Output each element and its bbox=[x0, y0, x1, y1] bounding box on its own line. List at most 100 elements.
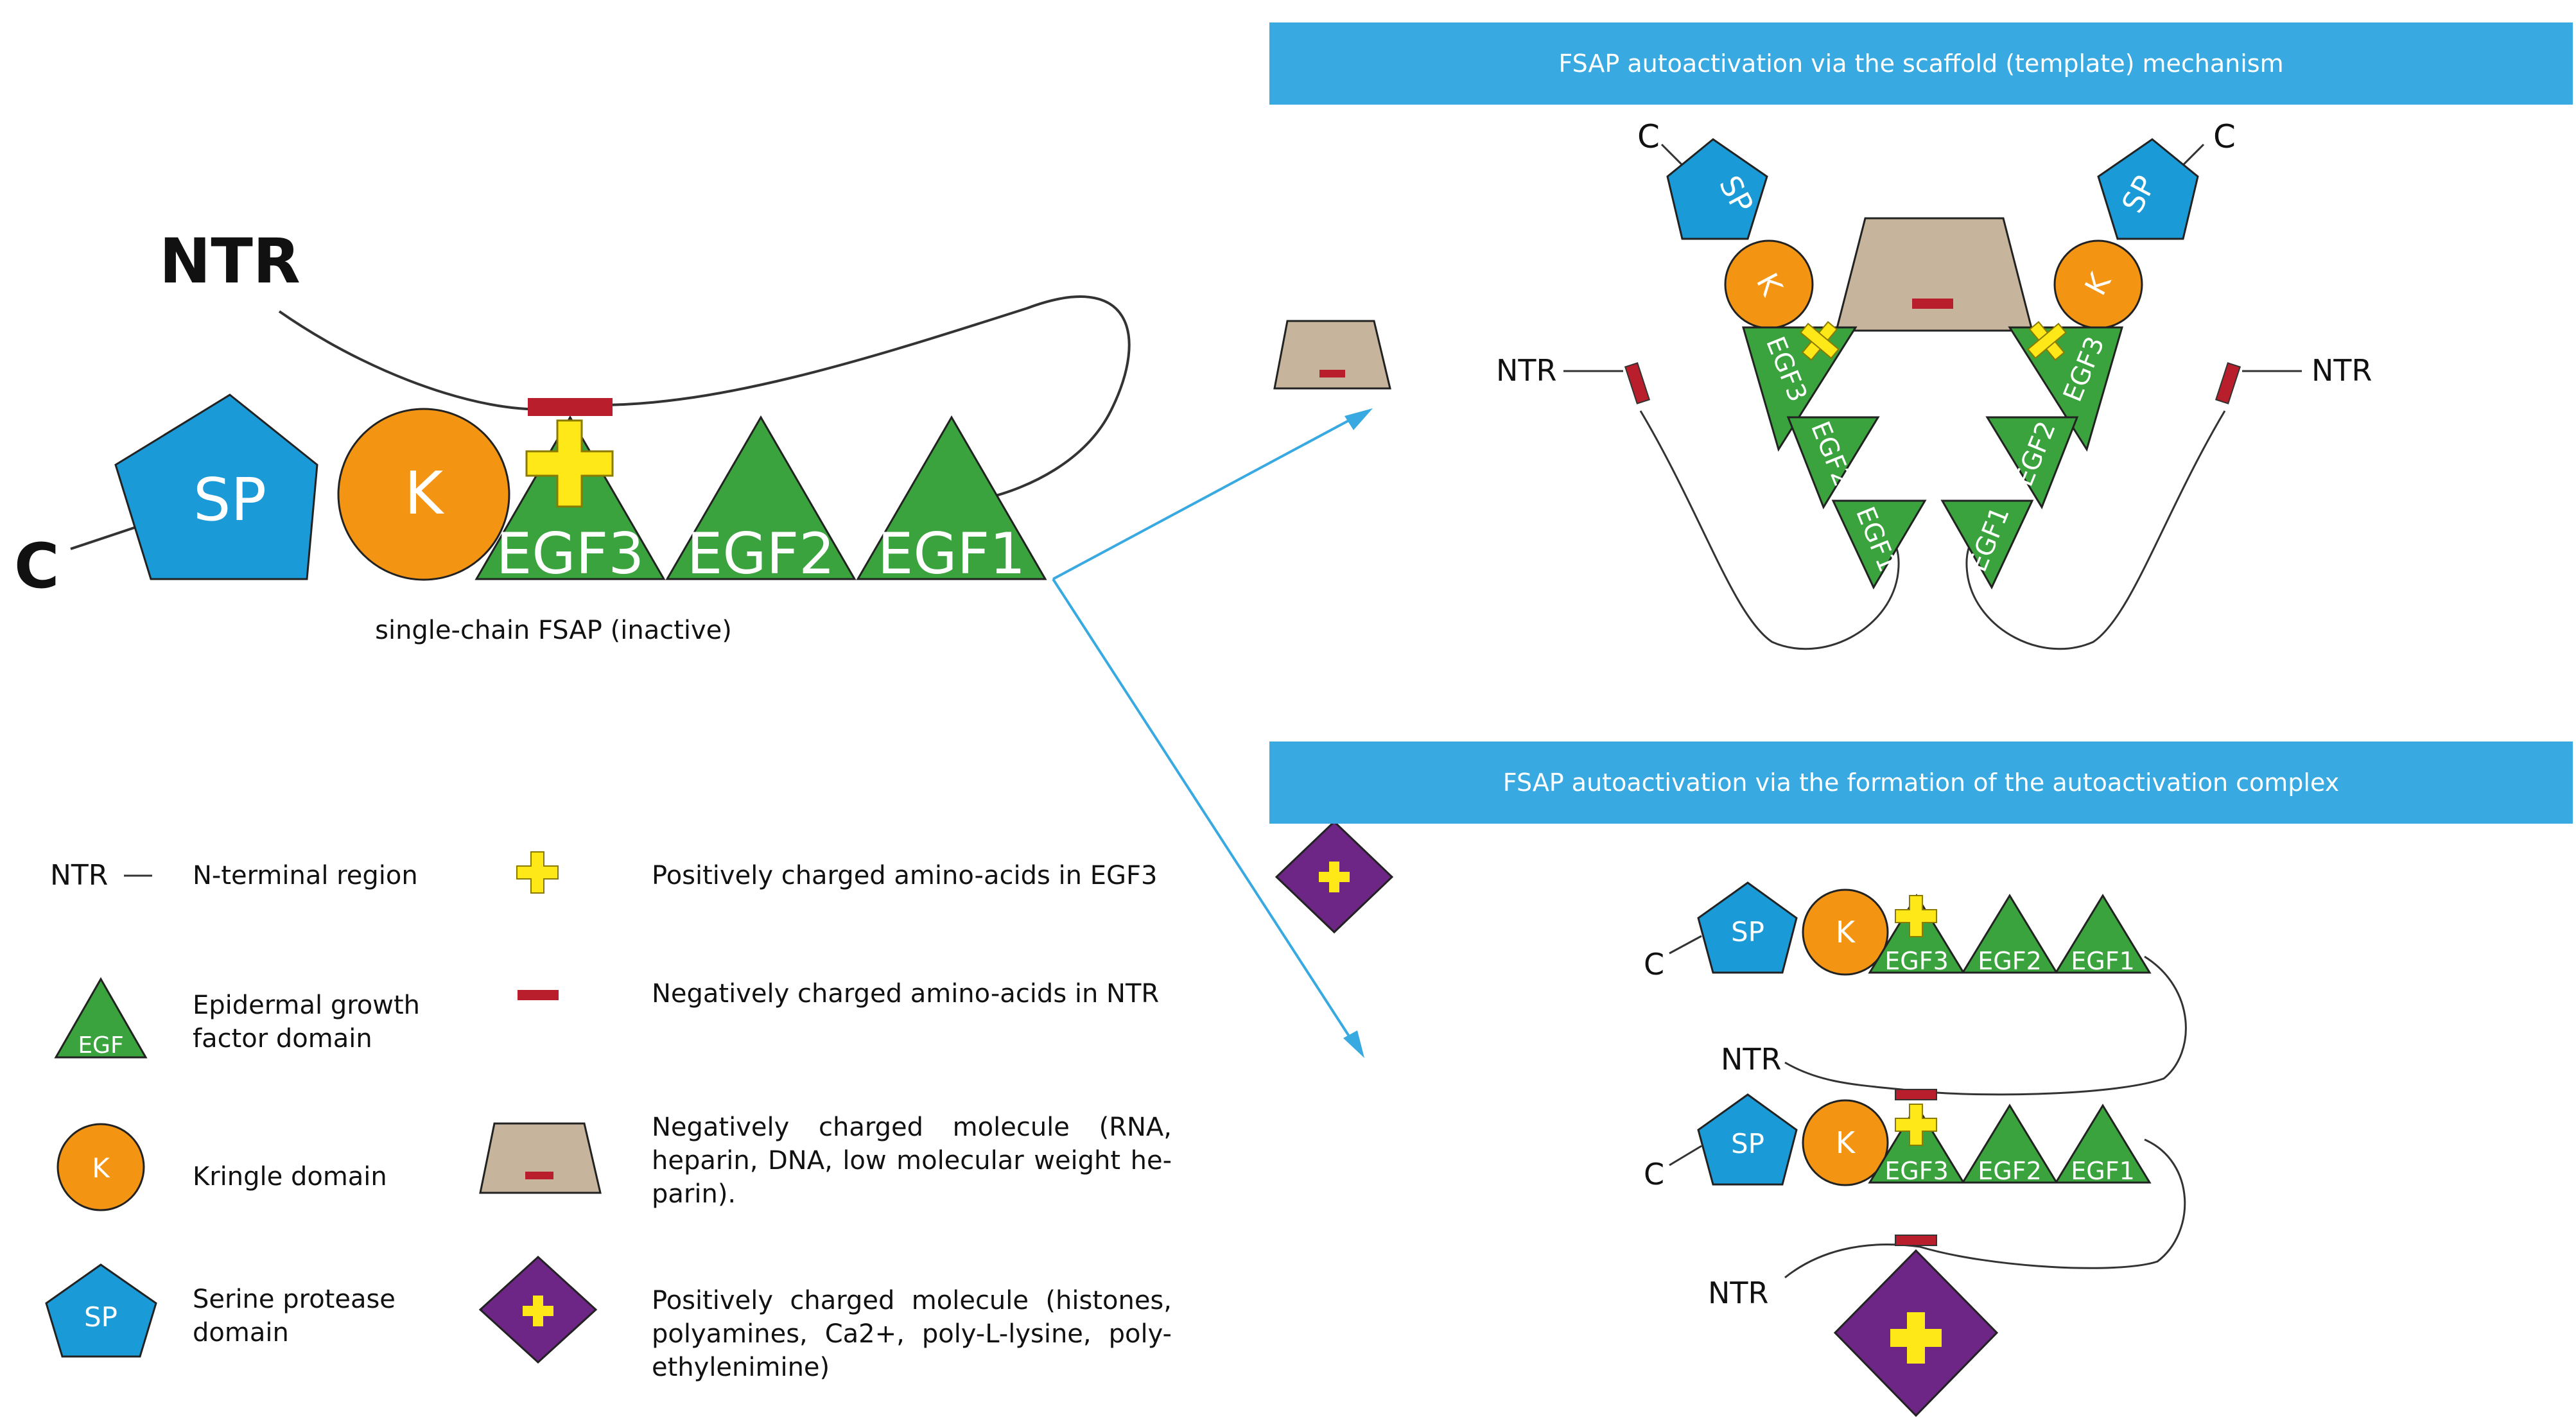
negative-charge-bar-icon bbox=[528, 398, 613, 416]
ntr-label: NTR bbox=[159, 225, 300, 297]
egf2-triangle-icon bbox=[1786, 416, 1880, 510]
egf1-triangle-icon bbox=[2054, 1104, 2152, 1184]
legend: NTR EGF K SP bbox=[45, 851, 602, 1364]
egf3-triangle-icon bbox=[2008, 326, 2123, 452]
sp-pentagon-icon bbox=[2097, 138, 2199, 240]
ntr-chain-line bbox=[1639, 410, 1900, 650]
egf3-label: EGF3 bbox=[1884, 1157, 1949, 1185]
egf2-triangle-icon bbox=[1961, 1104, 2058, 1184]
legend-neg-aa-text: Negatively charged amino-acids in NTR bbox=[652, 979, 1160, 1009]
arrow-to-scaffold bbox=[1052, 416, 1355, 580]
egf3-label: EGF3 bbox=[496, 521, 644, 587]
positive-charge-plus-icon bbox=[1895, 895, 1937, 937]
ntr-chain-line bbox=[278, 295, 1131, 499]
legend-kringle-label: K bbox=[92, 1152, 110, 1184]
sp-pentagon-icon bbox=[1697, 1093, 1798, 1186]
negative-molecule-trapezoid-icon bbox=[1835, 217, 2033, 332]
negative-molecule-trapezoid-icon bbox=[1273, 320, 1391, 390]
sp-pentagon-icon bbox=[1666, 138, 1768, 240]
kringle-label: K bbox=[1836, 1125, 1856, 1160]
kringle-circle-icon bbox=[1802, 1099, 1889, 1186]
negative-charge-bar-icon bbox=[1912, 299, 1953, 309]
legend-sp-text: Serine protease domain bbox=[193, 1285, 396, 1348]
negative-charge-bar-icon bbox=[1895, 1235, 1937, 1246]
egf2-label: EGF2 bbox=[1978, 1157, 2042, 1185]
legend-egf-text: Epidermal growth factor domain bbox=[193, 991, 421, 1053]
ntr-chain-line bbox=[1965, 410, 2226, 650]
scaffold-banner bbox=[1269, 22, 2573, 105]
egf1-label: EGF1 bbox=[878, 521, 1025, 587]
c-terminal-line bbox=[1669, 935, 1702, 955]
negative-charge-bar-icon bbox=[1895, 1089, 1937, 1100]
sp-label: SP bbox=[1731, 1128, 1764, 1159]
c-terminal-label: C bbox=[14, 530, 59, 602]
scaffold-title: FSAP autoactivation via the scaffold (te… bbox=[1558, 49, 2284, 78]
egf2-label: EGF2 bbox=[1978, 947, 2042, 975]
complex-banner bbox=[1269, 741, 2573, 824]
ntr-chain-line bbox=[1784, 1138, 2186, 1279]
legend-pos-mol-text: Positively charged molecule (histones, p… bbox=[652, 1286, 1172, 1382]
ntr-chain-line bbox=[1784, 955, 2187, 1096]
positive-charge-plus-icon bbox=[2027, 321, 2067, 361]
c-terminal-label: C bbox=[1637, 118, 1660, 155]
egf1-label: EGF1 bbox=[2071, 1157, 2135, 1185]
egf2-triangle-icon bbox=[1961, 894, 2058, 974]
arrow-head-icon bbox=[1345, 408, 1373, 430]
egf1-label: EGF1 bbox=[2071, 947, 2135, 975]
negative-charge-bar-icon bbox=[2215, 362, 2241, 404]
arrow-head-icon bbox=[1343, 1030, 1364, 1058]
legend-trapezoid-icon bbox=[479, 1122, 602, 1194]
egf3-triangle-icon bbox=[1742, 326, 1858, 452]
legend-sp-pentagon-icon bbox=[45, 1263, 157, 1358]
kringle-label: K bbox=[1836, 915, 1856, 949]
legend-egf-triangle-icon bbox=[54, 976, 148, 1059]
legend-kringle-text: Kringle domain bbox=[193, 1162, 387, 1192]
c-terminal-line bbox=[1669, 1145, 1702, 1166]
egf1-triangle-icon bbox=[2054, 894, 2152, 974]
negative-charge-bar-icon bbox=[1624, 362, 1651, 404]
legend-plus-icon bbox=[516, 851, 559, 894]
complex-title: FSAP autoactivation via the formation of… bbox=[1502, 768, 2340, 797]
c-terminal-label: C bbox=[2213, 118, 2236, 155]
legend-egf-label: EGF bbox=[78, 1032, 123, 1059]
c-terminal-label: C bbox=[1644, 1157, 1664, 1192]
kringle-label: K bbox=[405, 459, 445, 528]
positive-charge-plus-icon bbox=[1800, 321, 1840, 361]
egf3-label: EGF3 bbox=[1884, 947, 1949, 975]
legend-kringle-circle-icon bbox=[57, 1123, 145, 1211]
ntr-label: NTR bbox=[1721, 1042, 1781, 1077]
ntr-label: NTR bbox=[1496, 353, 1556, 388]
single-chain-fsap: NTR C SP K EGF3 EGF2 EGF1 single-chain F… bbox=[14, 225, 1131, 645]
positive-charge-plus-icon bbox=[1890, 1312, 1942, 1364]
legend-neg-mol-text: Negatively charged molecule (RNA, hepari… bbox=[652, 1113, 1172, 1209]
legend-minus-bar-icon bbox=[525, 1172, 553, 1179]
single-chain-caption: single-chain FSAP (inactive) bbox=[375, 616, 732, 645]
ntr-label: NTR bbox=[2311, 353, 2372, 388]
sp-pentagon-icon bbox=[1697, 881, 1798, 974]
negative-charge-bar-icon bbox=[1319, 370, 1345, 377]
positive-charge-plus-icon bbox=[525, 419, 614, 508]
ntr-label: NTR bbox=[1708, 1276, 1768, 1310]
legend-plus-icon bbox=[523, 1296, 553, 1326]
sp-label: SP bbox=[193, 465, 266, 534]
egf2-triangle-icon bbox=[665, 415, 857, 580]
complex-panel: NTR NTR C C SP K EGF3 EGF2 EGF1 SP K EGF… bbox=[1269, 741, 2573, 1418]
egf2-label: EGF2 bbox=[687, 521, 835, 587]
egf2-triangle-icon bbox=[1985, 416, 2079, 510]
scaffold-panel: NTR NTR C C SP K EGF3 EGF2 EGF1 SP K E bbox=[1269, 22, 2573, 650]
positive-charge-plus-icon bbox=[1319, 862, 1350, 892]
egf1-triangle-icon bbox=[1940, 499, 2034, 590]
legend-minus-bar-icon bbox=[518, 990, 559, 1000]
kringle-circle-icon bbox=[1802, 889, 1889, 976]
egf1-triangle-icon bbox=[856, 415, 1047, 580]
sp-pentagon-icon bbox=[114, 394, 318, 580]
legend-sp-label: SP bbox=[84, 1301, 117, 1333]
egf1-triangle-icon bbox=[1831, 499, 1927, 590]
sp-label: SP bbox=[1731, 916, 1764, 948]
legend-ntr-key: NTR bbox=[50, 859, 108, 892]
legend-ntr-text: N-terminal region bbox=[193, 861, 418, 890]
positive-charge-plus-icon bbox=[1895, 1104, 1937, 1146]
pathway-arrows bbox=[1052, 320, 1394, 1058]
c-terminal-label: C bbox=[1644, 947, 1664, 982]
